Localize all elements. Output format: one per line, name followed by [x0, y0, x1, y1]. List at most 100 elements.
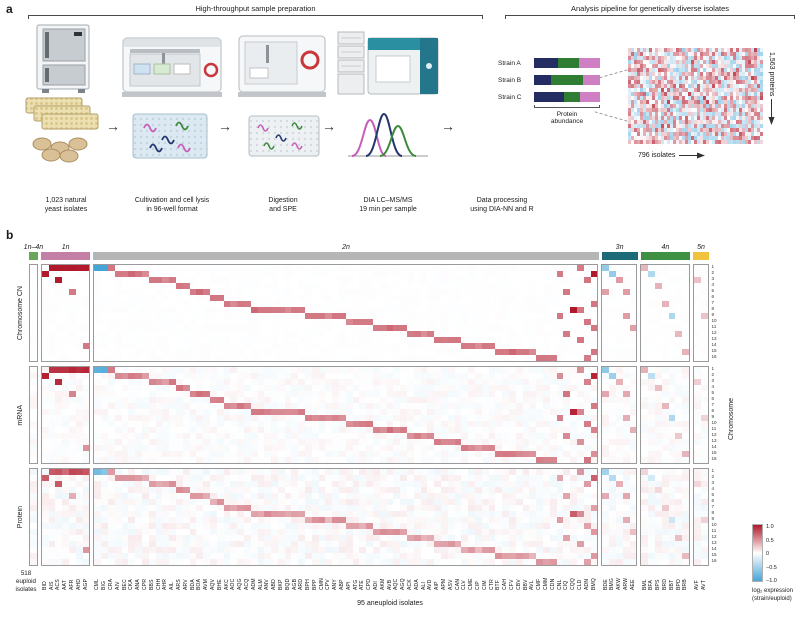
heatmap-cell [508, 367, 516, 373]
heatmap-cell [407, 511, 414, 517]
heatmap-cell [447, 511, 455, 517]
heatmap-cell [522, 409, 530, 415]
heatmap-cell [30, 379, 37, 385]
heatmap-cell [502, 517, 509, 523]
heatmap-cell [400, 505, 408, 511]
heatmap-cell [257, 379, 265, 385]
heatmap-cell [563, 385, 571, 391]
heatmap-cell [522, 403, 530, 409]
heatmap-cell [379, 325, 387, 331]
heatmap-cell [590, 553, 598, 559]
heatmap-cell [41, 385, 49, 391]
heatmap-cell [277, 541, 285, 547]
heatmap-cell [359, 385, 367, 391]
heatmap-cell [461, 265, 469, 271]
heatmap-cell [536, 283, 543, 289]
heatmap-cell [495, 343, 503, 349]
heatmap-cell [648, 301, 655, 307]
heatmap-cell [536, 313, 543, 319]
heatmap-cell [447, 439, 455, 445]
heatmap-cell [311, 331, 319, 337]
heatmap-cell [648, 391, 655, 397]
heatmap-cell [682, 511, 689, 517]
heatmap-cell [114, 301, 122, 307]
heatmap-cell [189, 373, 197, 379]
heatmap-cell [475, 451, 482, 457]
heatmap-cell [508, 349, 516, 355]
heatmap-cell [237, 421, 244, 427]
heatmap-cell [668, 343, 676, 349]
heatmap-cell [407, 337, 414, 343]
heatmap-cell [107, 469, 115, 475]
heatmap-cell [542, 337, 550, 343]
heatmap-cell [495, 325, 503, 331]
heatmap-cell [182, 433, 190, 439]
heatmap-cell [141, 553, 149, 559]
heatmap-cell [447, 277, 455, 283]
heatmap-cell [30, 517, 37, 523]
heatmap-cell [196, 421, 204, 427]
heatmap-cell [339, 337, 346, 343]
chromosome-number: 5 [711, 288, 715, 293]
heatmap-cell [230, 379, 238, 385]
heatmap-cell [441, 397, 448, 403]
heatmap-cell [508, 541, 516, 547]
heatmap-cell [230, 265, 238, 271]
heatmap-cell [400, 511, 408, 517]
strain-code: BKP [277, 579, 284, 590]
heatmap-cell [141, 451, 149, 457]
heatmap-cell [622, 505, 630, 511]
heatmap-cell [148, 391, 156, 397]
heatmap-cell [332, 373, 340, 379]
heatmap-cell [366, 355, 374, 361]
heatmap-cell [94, 475, 102, 481]
heatmap-cell [94, 307, 102, 313]
heatmap-cell [332, 415, 340, 421]
heatmap-cell [311, 367, 319, 373]
heatmap-cell [169, 415, 176, 421]
heatmap-cell [339, 307, 346, 313]
heatmap-cell [196, 403, 204, 409]
heatmap-cell [359, 559, 367, 565]
heatmap-cell [223, 271, 231, 277]
heatmap-cell [629, 319, 637, 325]
heatmap-cell [68, 355, 76, 361]
heatmap-cell [570, 541, 577, 547]
heatmap-cell [648, 343, 655, 349]
heatmap-cell [529, 331, 537, 337]
heatmap-cell [223, 313, 231, 319]
heatmap-cell [189, 385, 197, 391]
heatmap-cell [475, 397, 482, 403]
heatmap-cell [668, 505, 676, 511]
heatmap-cell [169, 487, 176, 493]
heatmap-cell [549, 535, 557, 541]
heatmap-cell [615, 349, 623, 355]
heatmap-cell [230, 331, 238, 337]
heatmap-cell [629, 559, 637, 565]
heatmap-cell [128, 403, 136, 409]
heatmap-cell [576, 403, 584, 409]
heatmap-cell [556, 511, 564, 517]
heatmap-cell [237, 301, 244, 307]
heatmap-cell [55, 541, 63, 547]
heatmap-cell [434, 391, 442, 397]
heatmap-cell [135, 487, 142, 493]
heatmap-cell [203, 475, 210, 481]
heatmap-cell [182, 325, 190, 331]
heatmap-cell [41, 337, 49, 343]
heatmap-cell [257, 421, 265, 427]
chromosome-number: 9 [711, 516, 715, 521]
heatmap-cell [305, 541, 312, 547]
heatmap-cell [700, 313, 708, 319]
heatmap-cell [682, 403, 689, 409]
heatmap-cell [515, 421, 523, 427]
heatmap-cell [622, 421, 630, 427]
heatmap-cell [393, 517, 401, 523]
heatmap-cell [101, 535, 108, 541]
heatmap-cell [508, 325, 516, 331]
heatmap-cell [609, 433, 616, 439]
heatmap-cell [101, 559, 108, 565]
heatmap-cell [223, 529, 231, 535]
heatmap-cell [615, 457, 623, 463]
heatmap-cell [700, 385, 708, 391]
